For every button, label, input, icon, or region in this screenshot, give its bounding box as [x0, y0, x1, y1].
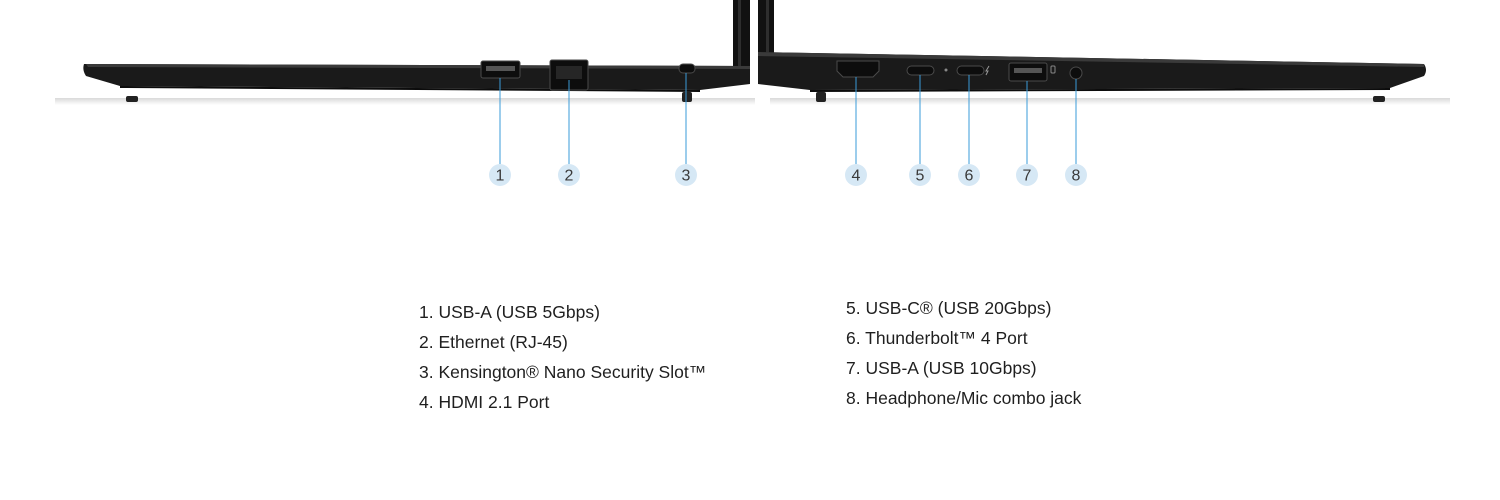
callout-number-6: 6 [965, 168, 974, 185]
laptop-left-side [83, 0, 751, 102]
callout-marker-3: 3 [675, 164, 697, 186]
legend-item-thunderbolt: 6. Thunderbolt™ 4 Port [846, 328, 1028, 348]
left-floor-shadow [55, 98, 755, 105]
laptop-right-side [758, 0, 1426, 102]
legend-item-headphone-jack: 8. Headphone/Mic combo jack [846, 388, 1082, 408]
callout-number-3: 3 [682, 168, 691, 185]
port-legend-right: 5. USB-C® (USB 20Gbps) 6. Thunderbolt™ 4… [846, 293, 1081, 413]
right-floor-shadow [770, 98, 1450, 105]
callout-marker-5: 5 [909, 164, 931, 186]
left-foot-front [126, 96, 138, 102]
security-slot [678, 63, 696, 74]
callout-number-5: 5 [916, 168, 925, 185]
left-lid-edge [733, 0, 750, 84]
legend-item-usb-a-10gbps: 7. USB-A (USB 10Gbps) [846, 358, 1037, 378]
callout-marker-1: 1 [489, 164, 511, 186]
port-legend-left: 1. USB-A (USB 5Gbps) 2. Ethernet (RJ-45)… [419, 297, 706, 417]
right-foot-front [1373, 96, 1385, 102]
callout-number-2: 2 [565, 168, 574, 185]
legend-item-ethernet: 2. Ethernet (RJ-45) [419, 332, 568, 352]
right-foot-rear [816, 92, 826, 102]
callout-marker-8: 8 [1065, 164, 1087, 186]
callout-marker-7: 7 [1016, 164, 1038, 186]
legend-item-hdmi: 4. HDMI 2.1 Port [419, 392, 550, 412]
legend-item-usb-c: 5. USB-C® (USB 20Gbps) [846, 298, 1052, 318]
callout-lines [499, 73, 1077, 164]
thunderbolt-port [956, 65, 985, 76]
legend-item-security-slot: 3. Kensington® Nano Security Slot™ [419, 362, 707, 382]
callout-number-8: 8 [1072, 168, 1081, 185]
usb-c-port [906, 65, 935, 76]
callout-number-4: 4 [852, 168, 861, 185]
laptop-side-views: 1 2 3 4 5 6 7 8 [55, 0, 1450, 186]
callout-number-7: 7 [1023, 168, 1032, 185]
callout-marker-6: 6 [958, 164, 980, 186]
legend-item-usb-a-5gbps: 1. USB-A (USB 5Gbps) [419, 302, 600, 322]
headphone-jack [1069, 66, 1083, 80]
callout-marker-4: 4 [845, 164, 867, 186]
hdmi-port [836, 60, 880, 78]
left-foot-rear [682, 92, 692, 102]
callout-number-1: 1 [496, 168, 505, 185]
callout-marker-2: 2 [558, 164, 580, 186]
